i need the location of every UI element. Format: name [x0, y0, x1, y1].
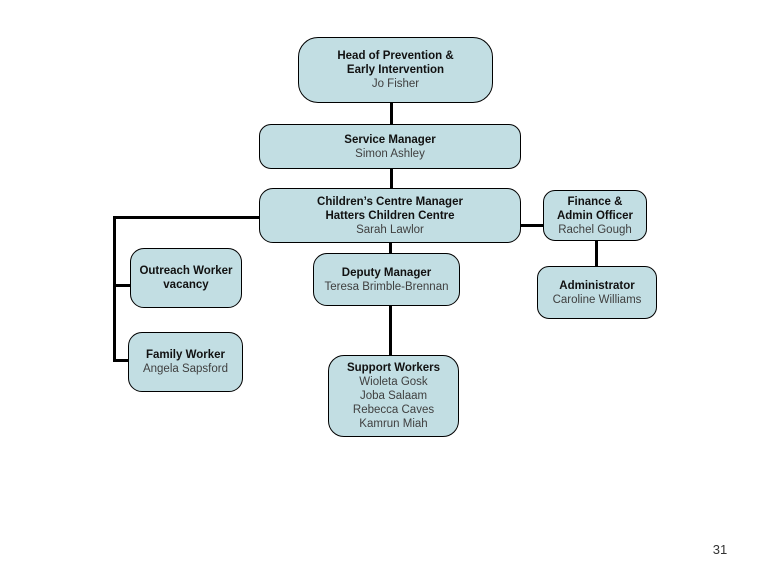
connector-branch-to-family	[113, 359, 130, 362]
connector-deputy-to-support	[389, 304, 392, 357]
person-names: Wioleta Gosk Joba Salaam Rebecca Caves K…	[352, 376, 435, 430]
org-box-finance-admin-officer: Finance & Admin Officer Rachel Gough	[543, 190, 647, 241]
role-title: Finance & Admin Officer	[556, 195, 634, 222]
role-title: Family Worker	[145, 349, 226, 361]
connector-ccm-left-horizontal	[113, 216, 261, 219]
connector-service-to-ccm	[390, 167, 393, 190]
page-number: 31	[712, 542, 728, 557]
role-title: Administrator	[559, 279, 635, 292]
org-box-childrens-centre-manager: Children’s Centre Manager Hatters Childr…	[259, 188, 521, 243]
org-box-deputy-manager: Deputy Manager Teresa Brimble-Brennan	[313, 253, 460, 306]
role-title: Outreach Worker vacancy	[139, 265, 233, 291]
role-title: Support Workers	[346, 362, 441, 374]
connector-branch-to-outreach	[113, 284, 132, 287]
org-box-service-manager: Service Manager Simon Ashley	[259, 124, 521, 169]
person-name: Rachel Gough	[558, 223, 632, 236]
connector-finance-to-admin	[595, 239, 598, 268]
person-name: Simon Ashley	[355, 147, 425, 160]
role-title: Head of Prevention & Early Intervention	[337, 50, 454, 76]
connector-ccm-to-deputy	[389, 241, 392, 255]
person-name: Angela Sapsford	[142, 363, 229, 375]
org-box-support-workers: Support Workers Wioleta Gosk Joba Salaam…	[328, 355, 459, 437]
connector-ccm-to-finance	[519, 224, 545, 227]
person-name: Jo Fisher	[371, 78, 420, 90]
role-title: Deputy Manager	[341, 266, 432, 279]
person-name: Caroline Williams	[552, 293, 642, 306]
org-box-outreach-worker: Outreach Worker vacancy	[130, 248, 242, 308]
role-title: Children’s Centre Manager Hatters Childr…	[317, 195, 463, 222]
org-box-administrator: Administrator Caroline Williams	[537, 266, 657, 319]
connector-head-to-service	[390, 100, 393, 127]
connector-left-trunk-vertical	[113, 216, 116, 362]
person-name: Sarah Lawlor	[356, 223, 424, 236]
person-name: Teresa Brimble-Brennan	[324, 280, 449, 293]
org-box-head-of-prevention: Head of Prevention & Early Intervention …	[298, 37, 493, 103]
org-box-family-worker: Family Worker Angela Sapsford	[128, 332, 243, 392]
role-title: Service Manager	[344, 133, 436, 146]
